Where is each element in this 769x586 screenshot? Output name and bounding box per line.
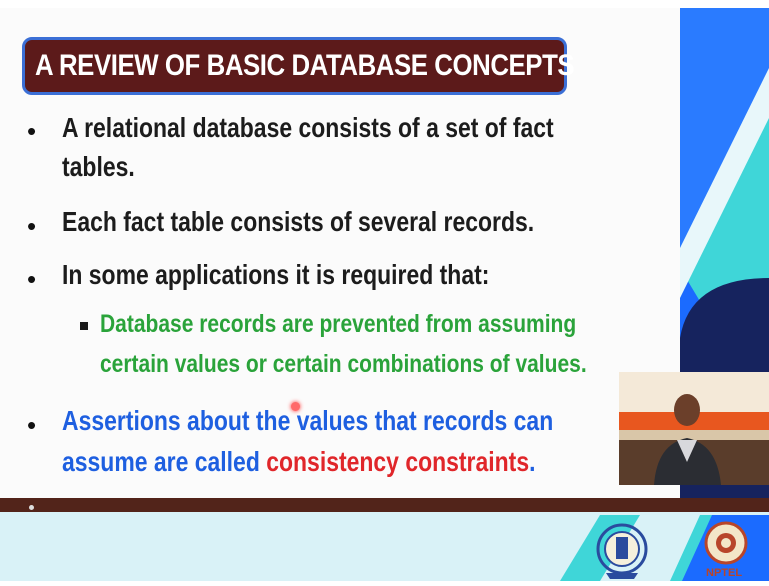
assertion-line-2-blue: assume are called <box>62 446 260 477</box>
footer-logos: NPTEL <box>560 515 769 581</box>
consistency-constraints-term: consistency constraints <box>266 446 530 477</box>
slide-title-box: A REVIEW OF BASIC DATABASE CONCEPTS <box>22 37 575 95</box>
sub-bullet-square <box>80 322 88 330</box>
bullet-dot: • <box>27 410 37 440</box>
presenter-image <box>619 372 769 485</box>
right-decor-panel <box>680 8 769 498</box>
right-decor-graphic <box>680 8 769 498</box>
nptel-logo-text: NPTEL <box>706 567 743 579</box>
bottom-bar-dot <box>29 505 34 510</box>
bottom-bar <box>0 498 769 512</box>
sub-bullet-line-1: Database records are prevented from assu… <box>100 310 577 338</box>
presenter-video <box>619 372 769 485</box>
footer-strip <box>0 512 769 581</box>
assertion-line-1: Assertions about the values that records… <box>62 405 554 436</box>
assertion-period: . <box>529 446 536 477</box>
bullet-2-text: Each fact table consists of several reco… <box>62 206 535 237</box>
bullet-dot: • <box>27 264 37 294</box>
top-margin <box>0 0 769 8</box>
bullet-dot: • <box>27 116 37 146</box>
slide-title: A REVIEW OF BASIC DATABASE CONCEPTS <box>35 49 575 82</box>
institute-logo <box>596 523 648 579</box>
sub-bullet-line-2: certain values or certain combinations o… <box>100 350 587 378</box>
nptel-logo-icon <box>704 521 748 565</box>
laser-pointer-dot <box>291 402 300 411</box>
bullet-1-line-2: tables. <box>62 151 135 182</box>
assertion-line-2: assume are called consistency constraint… <box>62 446 535 478</box>
bullet-dot: • <box>27 211 37 241</box>
bullet-3-text: In some applications it is required that… <box>62 259 490 290</box>
bullet-1-line-1: A relational database consists of a set … <box>62 112 554 143</box>
